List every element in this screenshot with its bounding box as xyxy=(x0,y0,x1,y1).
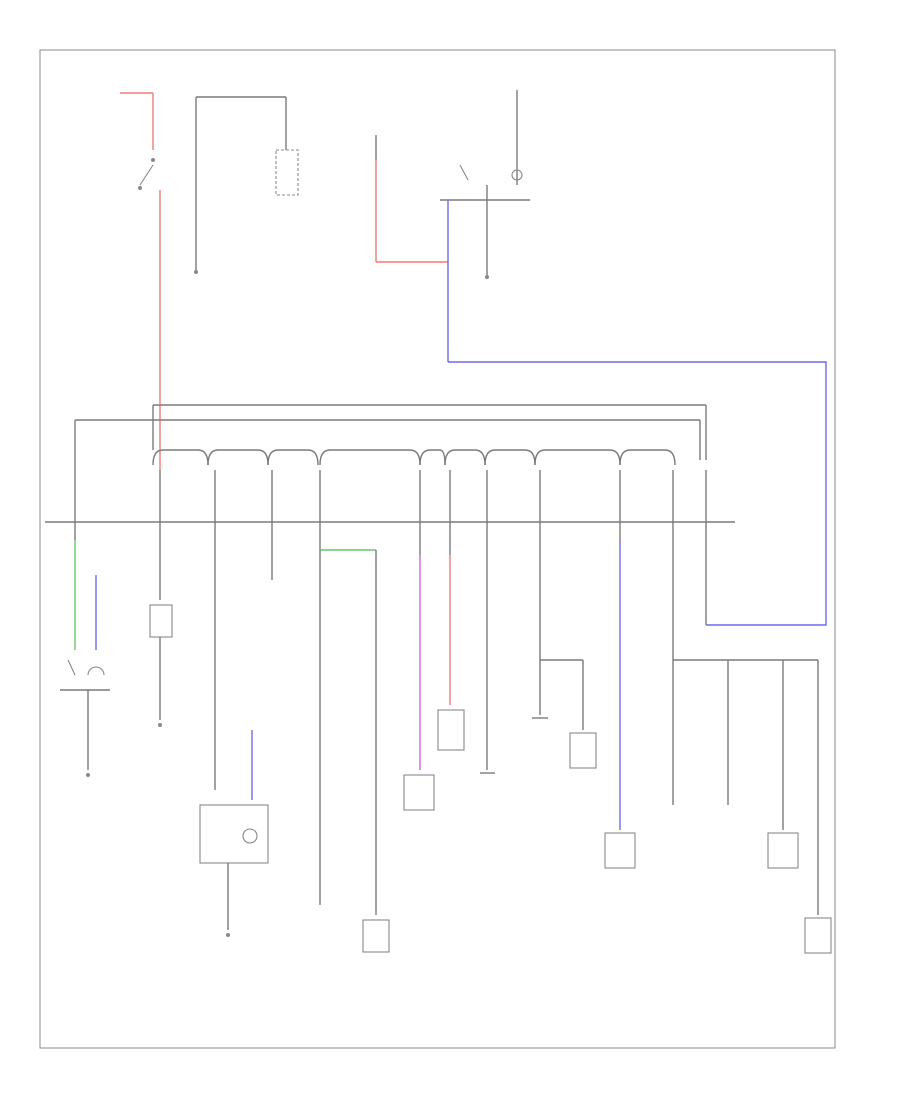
left-relay xyxy=(194,96,299,274)
diagram-border xyxy=(39,49,836,1049)
f-module xyxy=(437,555,465,751)
combo-relay xyxy=(199,730,269,937)
top-mid-connector xyxy=(375,135,448,263)
e-module xyxy=(403,555,435,811)
h-group xyxy=(532,659,597,769)
fuse-columns xyxy=(74,460,707,805)
long-blue-wire xyxy=(448,361,827,626)
b-relay xyxy=(149,604,173,727)
fuse-panel xyxy=(45,404,735,523)
right-group xyxy=(673,659,832,954)
d-group xyxy=(319,549,390,953)
top-left-switch xyxy=(120,92,155,190)
top-right-relay xyxy=(440,90,530,362)
i-module xyxy=(604,540,636,869)
sw-left xyxy=(60,540,110,777)
